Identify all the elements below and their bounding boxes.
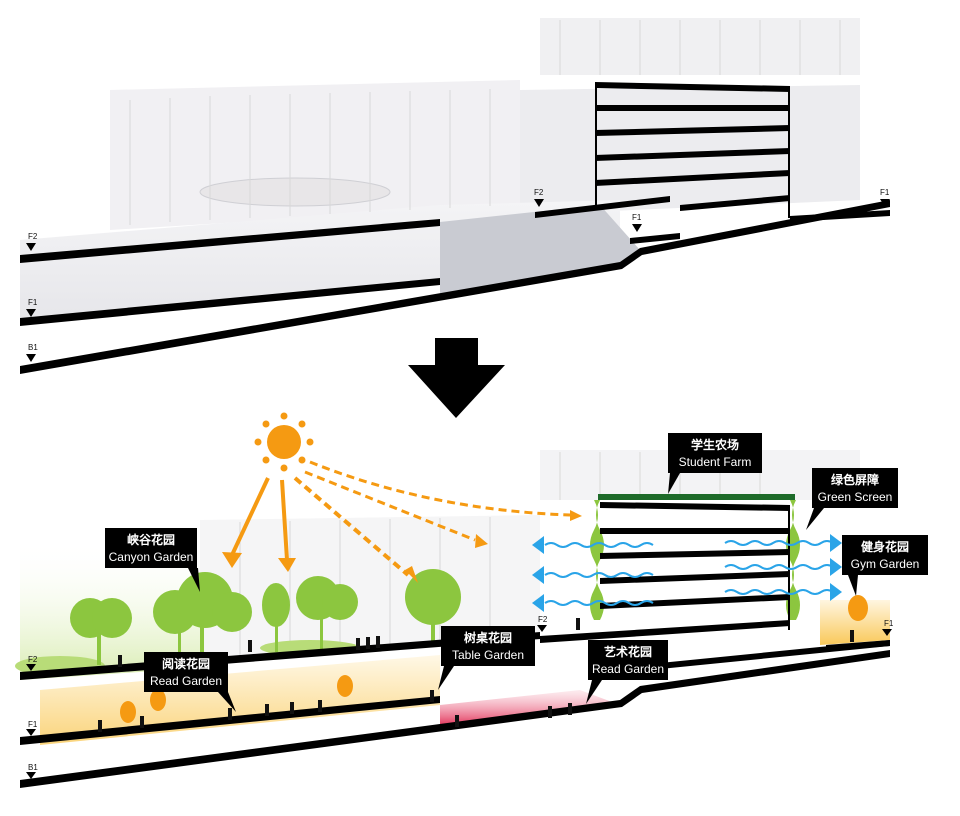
level-label: F1 [632, 213, 642, 222]
tree [153, 572, 252, 660]
bottom-slabs [20, 502, 890, 788]
tree [262, 583, 290, 652]
label-table-garden: 树桌花园 Table Garden [438, 626, 535, 690]
svg-text:Read Garden: Read Garden [150, 674, 222, 688]
tree [296, 576, 358, 650]
label-art-garden: 艺术花园 Read Garden [586, 640, 668, 704]
level-marker-icon [534, 199, 544, 207]
svg-text:绿色屏障: 绿色屏障 [831, 472, 879, 487]
top-slabs [20, 82, 890, 374]
level-marker-icon [26, 664, 36, 671]
tree [405, 569, 461, 645]
label-green-screen: 绿色屏障 Green Screen [806, 468, 898, 530]
svg-text:Canyon Garden: Canyon Garden [109, 550, 194, 564]
svg-text:阅读花园: 阅读花园 [162, 656, 210, 671]
sunlight-arrows [222, 460, 582, 583]
level-label: F1 [28, 720, 38, 729]
svg-text:健身花园: 健身花园 [861, 539, 909, 554]
level-label: F2 [28, 655, 38, 664]
svg-text:Read Garden: Read Garden [592, 662, 664, 676]
level-marker-icon [26, 772, 36, 779]
tree [120, 595, 868, 723]
label-student-farm: 学生农场 Student Farm [668, 433, 762, 494]
svg-text:Green Screen: Green Screen [818, 490, 893, 504]
level-label: F2 [28, 232, 38, 241]
level-label: B1 [28, 763, 38, 772]
label-read-garden: 阅读花园 Read Garden [144, 652, 236, 712]
level-label: F1 [884, 619, 894, 628]
top-level-markers: F2 F1 B1 F2 F1 F1 [26, 188, 890, 362]
level-marker-icon [26, 354, 36, 362]
level-marker-icon [26, 309, 36, 317]
level-marker-icon [880, 199, 890, 207]
people [98, 618, 854, 732]
level-marker-icon [26, 243, 36, 251]
green-screen [590, 500, 800, 620]
svg-text:学生农场: 学生农场 [691, 437, 739, 452]
bottom-section: F2 F1 B1 F2 F1 学生农场 Student Farm 绿色屏障 Gr… [15, 412, 928, 788]
tree [70, 598, 132, 665]
bottom-level-markers: F2 F1 B1 F2 F1 [26, 615, 894, 779]
level-marker-icon [26, 729, 36, 736]
level-label: F1 [880, 188, 890, 197]
label-canyon-garden: 峡谷花园 Canyon Garden [105, 528, 200, 592]
label-gym-garden: 健身花园 Gym Garden [842, 535, 928, 596]
level-label: B1 [28, 343, 38, 352]
down-arrow-icon [408, 338, 505, 418]
facade-lines [129, 20, 841, 225]
level-label: F2 [538, 615, 548, 624]
ventilation-arrows [532, 534, 842, 612]
level-marker-icon [537, 625, 547, 632]
svg-text:峡谷花园: 峡谷花园 [127, 532, 175, 547]
svg-text:Table Garden: Table Garden [452, 648, 524, 662]
level-marker-icon [882, 629, 892, 636]
level-marker-icon [632, 224, 642, 232]
sun-icon [254, 412, 314, 472]
level-label: F1 [28, 298, 38, 307]
svg-text:Student Farm: Student Farm [679, 455, 752, 469]
student-farm-roof [598, 494, 795, 500]
level-label: F2 [534, 188, 544, 197]
svg-text:Gym Garden: Gym Garden [851, 557, 920, 571]
svg-text:艺术花园: 艺术花园 [604, 644, 652, 659]
svg-text:树桌花园: 树桌花园 [464, 630, 512, 645]
existing-render [20, 18, 860, 322]
top-section: F2 F1 B1 F2 F1 F1 [20, 18, 890, 374]
